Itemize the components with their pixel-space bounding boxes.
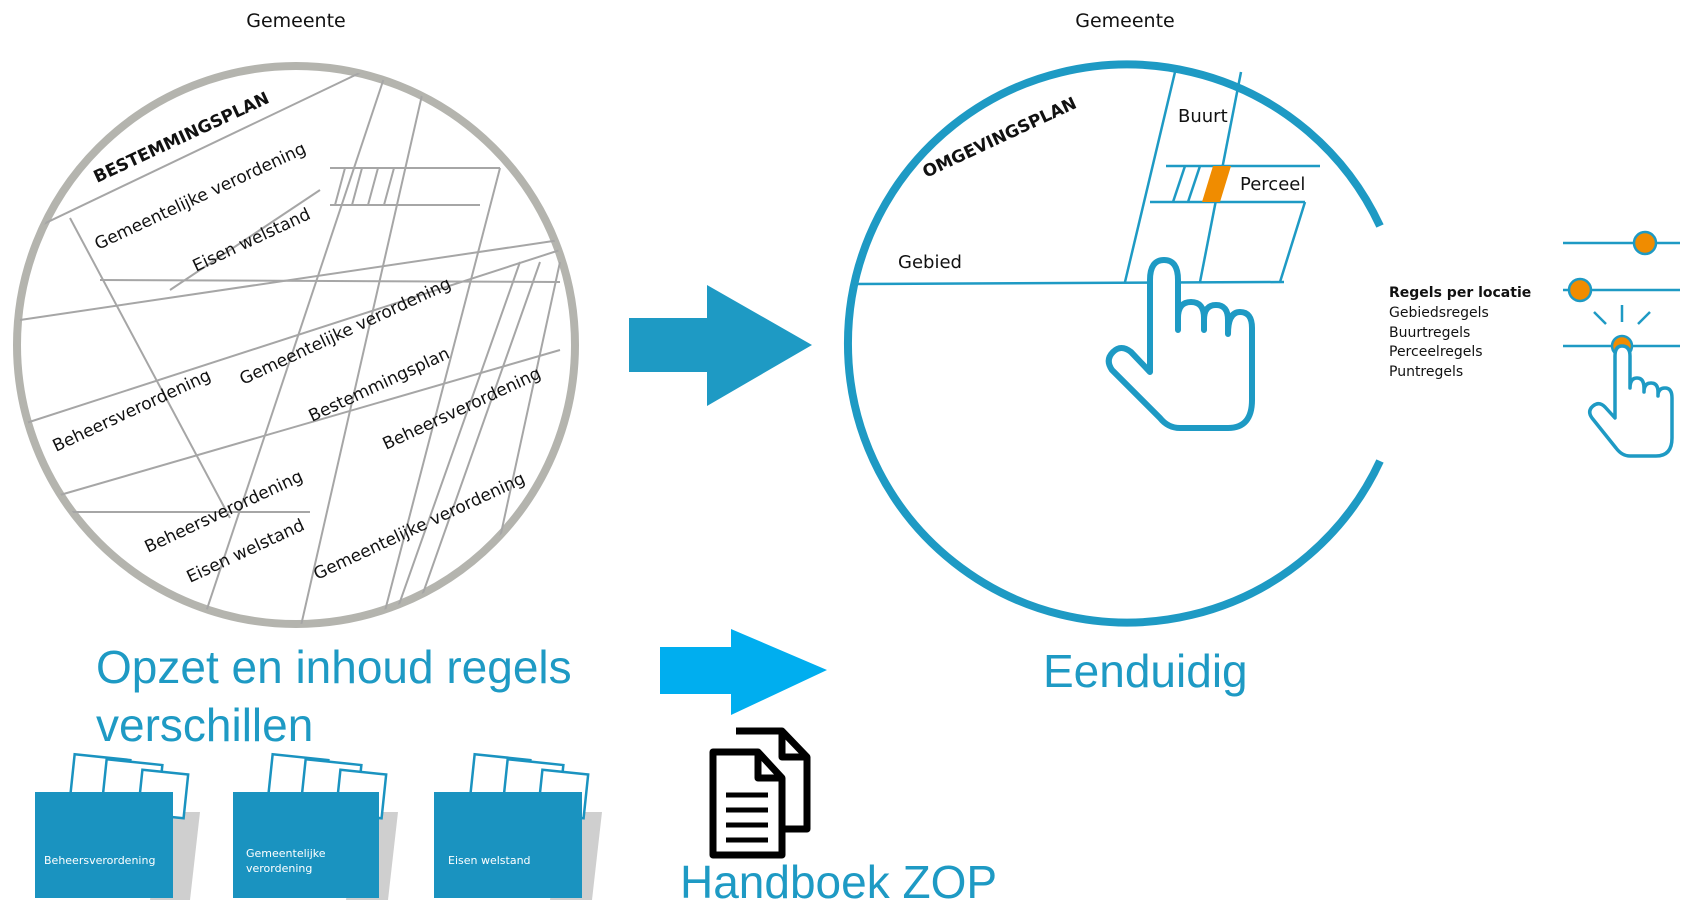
folder-beheersverordening: Beheersverordening — [35, 752, 200, 900]
right-heading: Gemeente — [1075, 10, 1174, 32]
legend-item-puntregels: Puntregels — [1389, 364, 1463, 380]
slider-icons — [1563, 230, 1680, 458]
folder-eisen-welstand: Eisen welstand — [434, 752, 602, 900]
legend-title: Regels per locatie — [1389, 285, 1531, 301]
legend: Regels per locatie Gebiedsregels Buurtre… — [1389, 285, 1531, 380]
right-caption: Eenduidig — [1043, 645, 1248, 697]
folder-label-1: Beheersverordening — [44, 854, 155, 867]
label-perceel: Perceel — [1240, 174, 1305, 195]
tap-rays-icon — [1593, 305, 1651, 325]
highlighted-parcel — [1202, 166, 1231, 202]
left-grid-lines — [17, 66, 561, 624]
legend-item-buurtregels: Buurtregels — [1389, 325, 1470, 341]
left-plan-circle: BESTEMMINGSPLAN Gemeentelijke verordenin… — [13, 62, 579, 628]
folder-label-3: Eisen welstand — [448, 854, 531, 867]
label-buurt: Buurt — [1178, 106, 1228, 127]
omgevingsplan-circle: OMGEVINGSPLAN Buurt Perceel Gebied — [844, 60, 1384, 627]
pointing-hand-icon — [1105, 257, 1255, 431]
arrow-right-icon — [629, 285, 812, 406]
arrow-right-icon — [660, 629, 827, 715]
left-caption-line2: verschillen — [96, 699, 313, 751]
left-caption-line1: Opzet en inhoud regels — [96, 641, 572, 693]
slider-knob — [1632, 230, 1658, 256]
document-caption: Handboek ZOP — [680, 856, 997, 903]
legend-item-gebiedsregels: Gebiedsregels — [1389, 305, 1489, 321]
documents-icon — [709, 727, 811, 859]
slider-knob — [1567, 277, 1593, 303]
left-heading: Gemeente — [246, 10, 345, 32]
legend-item-perceelregels: Perceelregels — [1389, 344, 1483, 360]
label-gebied: Gebied — [898, 252, 962, 273]
pointing-hand-icon — [1588, 344, 1674, 458]
